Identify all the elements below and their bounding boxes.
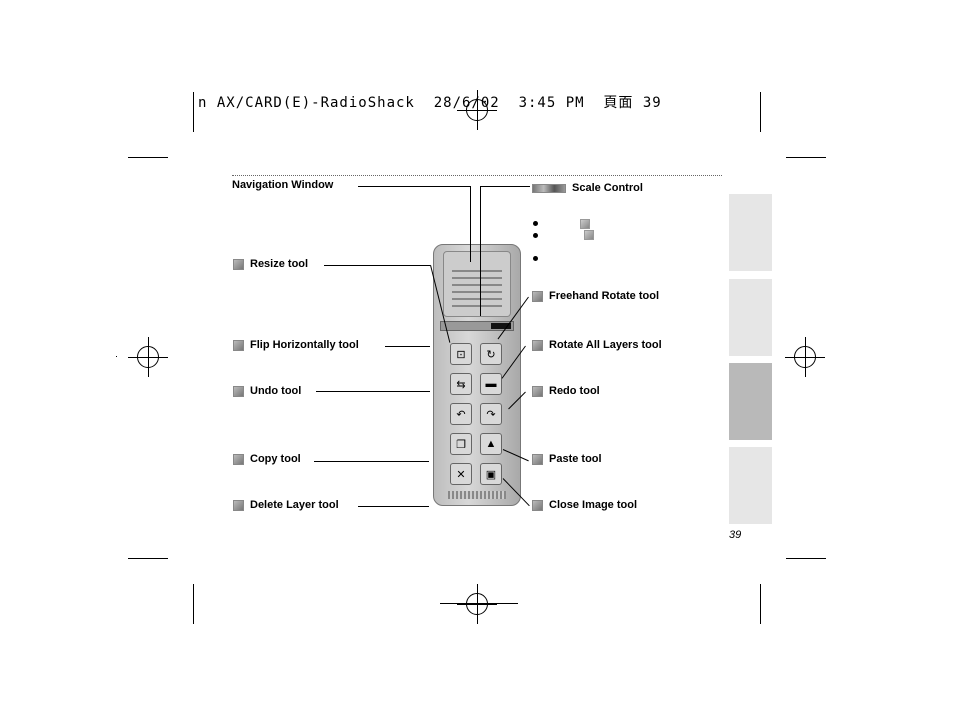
crop-mark <box>760 92 761 132</box>
crop-mark <box>760 584 761 624</box>
scale-control-icon <box>532 183 566 193</box>
print-header: n AX/CARD(E)-RadioShack 28/6/02 3:45 PM … <box>198 95 662 111</box>
section-tab <box>729 279 772 356</box>
close-image-label: Close Image tool <box>532 499 637 511</box>
redo-tool-label: Redo tool <box>532 385 600 397</box>
delete-layer-button[interactable]: ✕ <box>450 463 472 485</box>
rotate-all-layers-label: Rotate All Layers tool <box>532 339 662 351</box>
copy-tool-label: Copy tool <box>233 453 301 465</box>
crop-mark <box>193 584 194 624</box>
resize-tool-button[interactable]: ⊡ <box>450 343 472 365</box>
zoom-in-icon <box>580 219 590 229</box>
section-tab <box>729 447 772 524</box>
navigation-window-panel: ⊡ ↻ ⇆ ▬ ↶ ↷ ❐ ▲ ✕ ▣ <box>433 244 521 506</box>
rotate-icon: ↻ <box>486 348 496 361</box>
undo-button[interactable]: ↶ <box>450 403 472 425</box>
delete-icon: ✕ <box>456 468 466 481</box>
crop-mark <box>786 157 826 158</box>
paste-button[interactable]: ▲ <box>480 433 502 455</box>
section-rule <box>232 175 722 176</box>
close-icon: ▣ <box>485 468 497 481</box>
paste-icon <box>532 453 543 465</box>
registration-mark <box>785 337 825 377</box>
crop-mark <box>128 558 168 559</box>
navigation-window-label: Navigation Window <box>232 179 334 191</box>
section-tab-active <box>729 363 772 440</box>
resize-icon <box>233 258 244 270</box>
layers-icon: ▬ <box>485 378 497 390</box>
crop-mark <box>786 558 826 559</box>
navigation-window-screen <box>443 251 511 317</box>
panel-base <box>448 491 506 499</box>
layers-icon <box>532 339 543 351</box>
bullet <box>533 221 538 226</box>
scale-control-slider[interactable] <box>440 321 514 331</box>
delete-layer-label: Delete Layer tool <box>233 499 339 511</box>
undo-icon <box>233 385 244 397</box>
slider-knob <box>491 323 511 329</box>
flip-horizontally-button[interactable]: ⇆ <box>450 373 472 395</box>
registration-mark <box>457 90 497 130</box>
freehand-rotate-button[interactable]: ↻ <box>480 343 502 365</box>
crop-mark <box>116 356 117 357</box>
freehand-rotate-label: Freehand Rotate tool <box>532 290 659 302</box>
copy-button[interactable]: ❐ <box>450 433 472 455</box>
close-icon <box>532 499 543 511</box>
resize-tool-label: Resize tool <box>233 258 308 270</box>
close-image-button[interactable]: ▣ <box>480 463 502 485</box>
delete-icon <box>233 499 244 511</box>
registration-mark <box>128 337 168 377</box>
rotate-icon <box>532 290 543 302</box>
page-number: 39 <box>729 529 742 541</box>
redo-button[interactable]: ↷ <box>480 403 502 425</box>
flip-icon <box>233 339 244 351</box>
crop-mark <box>128 157 168 158</box>
copy-icon <box>233 453 244 465</box>
rotate-all-layers-button[interactable]: ▬ <box>480 373 502 395</box>
bullet <box>533 233 538 238</box>
scale-control-label: Scale Control <box>532 182 643 194</box>
bullet <box>533 256 538 261</box>
flip-icon: ⇆ <box>456 378 466 391</box>
copy-icon: ❐ <box>456 438 466 451</box>
redo-icon <box>532 385 543 397</box>
undo-tool-label: Undo tool <box>233 385 301 397</box>
undo-icon: ↶ <box>456 408 466 421</box>
crop-mark <box>193 92 194 132</box>
paste-tool-label: Paste tool <box>532 453 602 465</box>
registration-mark <box>457 584 497 624</box>
section-tab <box>729 194 772 271</box>
flip-horizontally-label: Flip Horizontally tool <box>233 339 359 351</box>
crop-mark <box>440 603 518 604</box>
redo-icon: ↷ <box>486 408 496 421</box>
resize-icon: ⊡ <box>456 348 466 361</box>
zoom-out-icon <box>584 230 594 240</box>
paste-icon: ▲ <box>485 438 497 450</box>
